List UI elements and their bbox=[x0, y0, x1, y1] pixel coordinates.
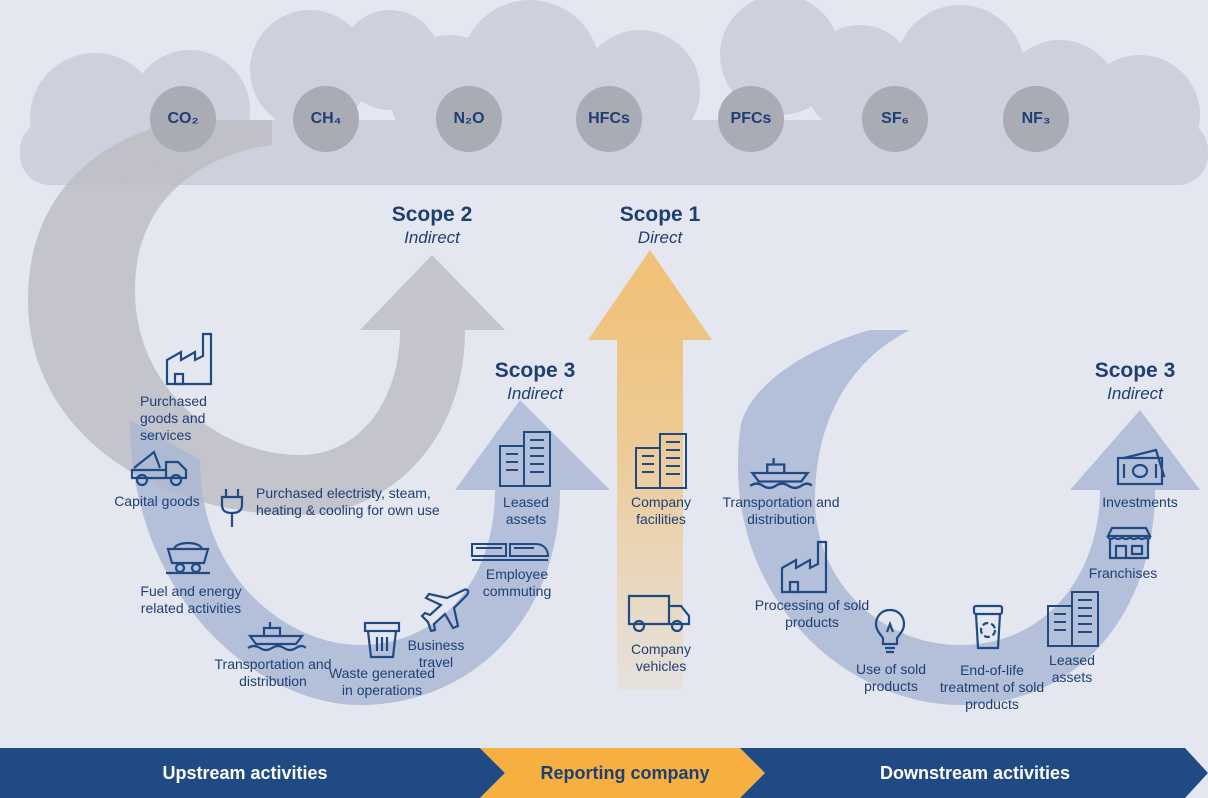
company-vehicles-label: Company vehicles bbox=[631, 641, 691, 674]
money-icon bbox=[1116, 448, 1168, 488]
scope2-subtitle: Indirect bbox=[404, 228, 460, 247]
scope3-downstream-heading: Scope 3 Indirect bbox=[1076, 359, 1194, 404]
gas-co2: CO₂ bbox=[150, 86, 216, 152]
upstream-leased-assets-label: Leased assets bbox=[503, 494, 549, 527]
upstream-transportation-label: Transportation and distribution bbox=[214, 656, 332, 689]
reporting-company-label: Reporting company bbox=[540, 762, 710, 783]
scope3-downstream-title: Scope 3 bbox=[1094, 359, 1176, 382]
waste-label: Waste generated in operations bbox=[328, 665, 436, 698]
scope3-upstream-arrow bbox=[130, 400, 610, 705]
train-icon bbox=[470, 540, 550, 562]
downstream-buildings-icon bbox=[1046, 588, 1100, 648]
purchased-electricity-label: Purchased electristy, steam, heating & c… bbox=[256, 485, 440, 518]
scope2-title: Scope 2 bbox=[391, 203, 473, 226]
scope3-upstream-title: Scope 3 bbox=[494, 359, 576, 382]
downstream-factory-icon bbox=[778, 538, 834, 594]
company-facilities-label: Company facilities bbox=[631, 494, 691, 527]
capital-goods-label: Capital goods bbox=[114, 493, 200, 509]
scope3-upstream-subtitle: Indirect bbox=[507, 384, 563, 403]
storefront-icon bbox=[1106, 526, 1152, 560]
dump-truck-icon bbox=[130, 446, 190, 488]
recycle-bin-icon bbox=[970, 604, 1006, 650]
employee-commuting-label: Employee commuting bbox=[482, 566, 552, 599]
plug-icon bbox=[218, 487, 246, 529]
use-of-sold-products-label: Use of sold products bbox=[855, 661, 927, 694]
downstream-activities-label: Downstream activities bbox=[879, 762, 1071, 783]
scope2-heading: Scope 2 Indirect bbox=[372, 203, 492, 248]
ship-icon bbox=[246, 620, 306, 652]
bottom-band-shapes bbox=[0, 748, 1208, 798]
gas-sf6: SF₆ bbox=[862, 86, 928, 152]
coal-cart-icon bbox=[164, 535, 212, 575]
franchises-label: Franchises bbox=[1088, 565, 1158, 581]
downstream-transportation-label: Transportation and distribution bbox=[722, 494, 840, 527]
company-buildings-icon bbox=[634, 430, 688, 490]
end-of-life-label: End-of-life treatment of sold products bbox=[939, 662, 1045, 712]
scope3-downstream-arrow bbox=[737, 330, 1200, 705]
purchased-goods-label: Purchased goods and services bbox=[140, 393, 207, 443]
gas-n2o: N₂O bbox=[436, 86, 502, 152]
airplane-icon bbox=[420, 586, 470, 632]
scope1-title: Scope 1 bbox=[619, 203, 701, 226]
trash-bin-icon bbox=[362, 620, 402, 660]
investments-label: Investments bbox=[1102, 494, 1178, 510]
scope3-upstream-heading: Scope 3 Indirect bbox=[475, 359, 595, 404]
factory-icon bbox=[163, 330, 219, 386]
downstream-leased-assets-label: Leased assets bbox=[1049, 652, 1095, 685]
business-travel-label: Business travel bbox=[407, 637, 465, 670]
scope2-arrow bbox=[28, 120, 505, 515]
gas-pfcs: PFCs bbox=[718, 86, 784, 152]
processing-label: Processing of sold products bbox=[754, 597, 870, 630]
fuel-energy-label: Fuel and energy related activities bbox=[140, 583, 242, 616]
lightbulb-icon bbox=[874, 608, 906, 654]
buildings-icon bbox=[498, 428, 552, 488]
downstream-ship-icon bbox=[748, 456, 812, 490]
scope1-arrow bbox=[588, 250, 712, 690]
scope1-heading: Scope 1 Direct bbox=[600, 203, 720, 248]
truck-icon bbox=[627, 594, 693, 634]
gas-nf3: NF₃ bbox=[1003, 86, 1069, 152]
upstream-activities-label: Upstream activities bbox=[162, 762, 328, 783]
scope3-downstream-subtitle: Indirect bbox=[1107, 384, 1163, 403]
gas-ch4: CH₄ bbox=[293, 86, 359, 152]
scope1-subtitle: Direct bbox=[637, 228, 683, 247]
gas-hfcs: HFCs bbox=[576, 86, 642, 152]
